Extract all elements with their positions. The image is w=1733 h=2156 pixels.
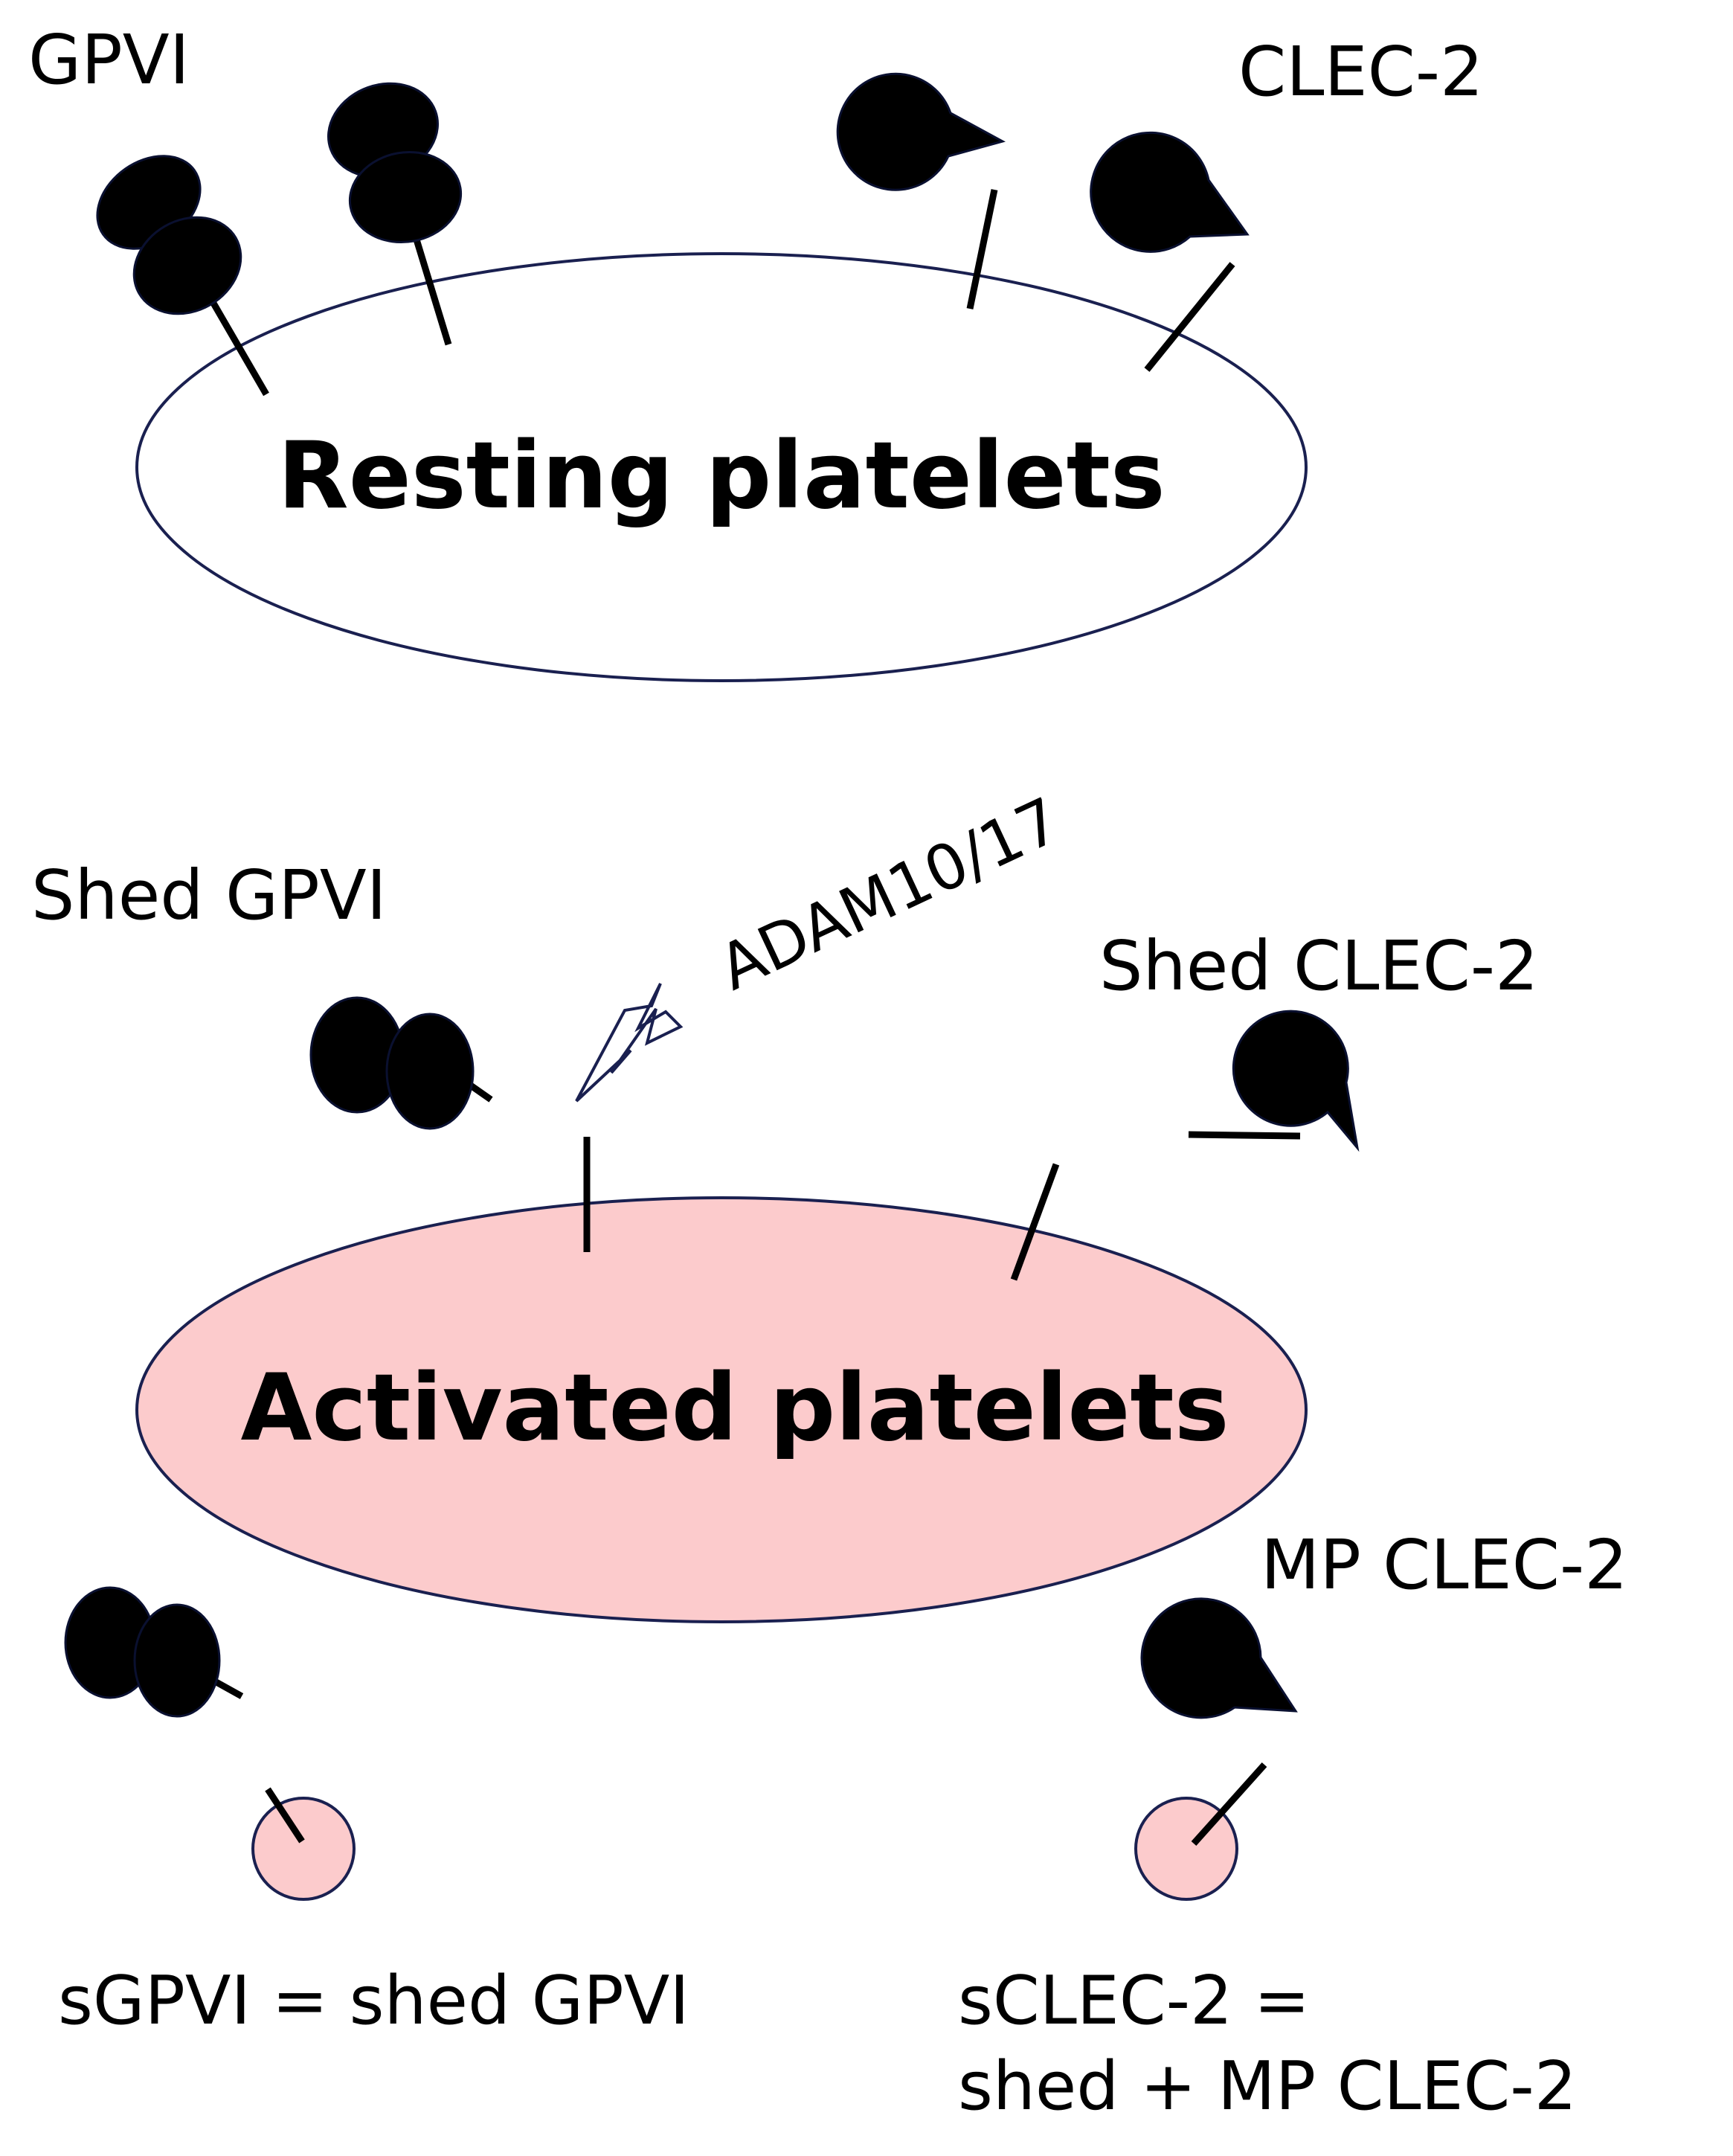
activated-platelet	[135, 1196, 1308, 1623]
sclec2-definition-line1: sCLEC-2 =	[958, 1962, 1310, 2040]
shed-gpvi-label: Shed GPVI	[31, 856, 387, 935]
shed-clec2-icon	[1188, 1010, 1360, 1152]
lightning-bolt-icon	[575, 983, 684, 1103]
shed-clec2-label: Shed CLEC-2	[1099, 926, 1539, 1006]
shed-gpvi-icon	[64, 1586, 244, 1718]
clec2-receptor-icon	[1090, 131, 1250, 372]
resting-platelet	[135, 252, 1308, 682]
adam-label: ADAM10/17	[708, 783, 1071, 1004]
clec2-receptor-icon	[836, 72, 1006, 309]
mp-clec2-label: MP CLEC-2	[1261, 1525, 1628, 1605]
shed-gpvi-icon	[309, 996, 493, 1130]
cleaved-clec2-stub	[1010, 1163, 1060, 1281]
mp-clec2-icon	[1134, 1597, 1298, 1901]
clec2-label: CLEC-2	[1238, 32, 1484, 112]
activated-platelet-label: Activated platelets	[240, 1355, 1229, 1462]
resting-platelet-label: Resting platelets	[277, 423, 1165, 530]
gpvi-receptor-icon	[96, 155, 269, 397]
sgpvi-definition: sGPVI = shed GPVI	[58, 1962, 689, 2040]
gpvi-receptor-icon	[327, 82, 463, 346]
gpvi-label: GPVI	[28, 20, 190, 100]
microparticle-icon	[251, 1787, 356, 1901]
sclec2-definition-line2: shed + MP CLEC-2	[958, 2047, 1577, 2125]
